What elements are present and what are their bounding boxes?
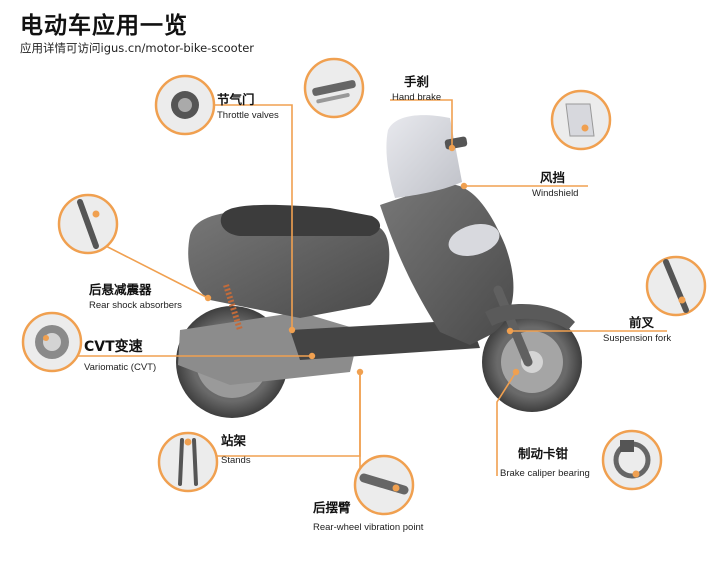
leader-hand-brake — [390, 99, 453, 148]
windshield-shape — [386, 115, 462, 198]
label-windshield: 风挡 Windshield — [532, 167, 578, 199]
label-throttle: 节气门 Throttle valves — [217, 89, 279, 121]
label-brake-caliper-en: Brake caliper bearing — [500, 468, 590, 479]
label-cvt: CVT变速 Variomatic (CVT) — [84, 336, 156, 373]
dot-stands — [356, 368, 364, 376]
label-brake-caliper-cn: 制动卡钳 — [518, 446, 569, 461]
label-hand-brake: 手刹 Hand brake — [392, 71, 441, 103]
suspension-fork-icon — [645, 255, 707, 317]
swing-arm-icon — [353, 454, 415, 516]
label-swing-arm-en: Rear-wheel vibration point — [313, 522, 424, 533]
attachment-points — [204, 144, 520, 376]
dot-windshield — [460, 182, 468, 190]
headlight — [448, 224, 500, 256]
dot-rear-shock — [204, 294, 212, 302]
label-front-fork: 前叉 Suspension fork — [603, 312, 671, 344]
label-rear-shock-en: Rear shock absorbers — [89, 300, 182, 311]
label-rear-shock: 后悬减震器 Rear shock absorbers — [89, 279, 182, 311]
dot-hand-brake — [448, 144, 456, 152]
label-stands-en: Stands — [221, 455, 251, 466]
windshield-hinge-icon — [550, 89, 612, 151]
floorboard — [290, 320, 480, 360]
shock-absorber-icon — [57, 193, 119, 255]
label-front-fork-cn: 前叉 — [629, 315, 655, 330]
brake-caliper-icon — [601, 429, 663, 491]
leader-rear-shock — [93, 239, 209, 299]
seat — [220, 204, 381, 236]
label-stands-cn: 站架 — [221, 433, 247, 448]
label-hand-brake-en: Hand brake — [392, 92, 442, 103]
fork-leg — [493, 285, 533, 367]
cvt-pulley-icon — [21, 311, 83, 373]
label-front-fork-en: Suspension fork — [603, 333, 672, 344]
label-throttle-en: Throttle valves — [217, 110, 279, 121]
front-fender — [485, 303, 575, 330]
label-throttle-cn: 节气门 — [217, 92, 255, 107]
dot-cvt — [308, 352, 316, 360]
label-cvt-en: Variomatic (CVT) — [84, 362, 157, 373]
kickstand-icon — [157, 431, 219, 493]
label-windshield-en: Windshield — [532, 188, 579, 199]
leader-throttle — [193, 104, 293, 330]
detail-circles — [21, 57, 707, 516]
dot-front-fork — [506, 327, 514, 335]
page-subtitle: 应用详情可访问igus.cn/motor-bike-scooter — [20, 41, 255, 55]
dot-brake-caliper — [512, 368, 520, 376]
label-swing-arm-cn: 后摆臂 — [313, 500, 351, 515]
leader-brake-caliper — [496, 371, 517, 476]
hand-brake-lever-icon — [303, 57, 365, 119]
label-hand-brake-cn: 手刹 — [404, 74, 430, 89]
rear-body — [188, 211, 390, 318]
label-swing-arm: 后摆臂 Rear-wheel vibration point — [313, 497, 423, 533]
label-brake-caliper: 制动卡钳 Brake caliper bearing — [500, 443, 590, 479]
page-title: 电动车应用一览 — [20, 13, 188, 39]
label-stands: 站架 Stands — [221, 430, 251, 466]
label-windshield-cn: 风挡 — [540, 170, 566, 185]
dot-throttle — [288, 326, 296, 334]
label-rear-shock-cn: 后悬减震器 — [89, 282, 152, 297]
scooter-illustration — [176, 115, 582, 418]
throttle-valve-icon — [154, 74, 216, 136]
label-cvt-cn: CVT变速 — [84, 339, 143, 355]
